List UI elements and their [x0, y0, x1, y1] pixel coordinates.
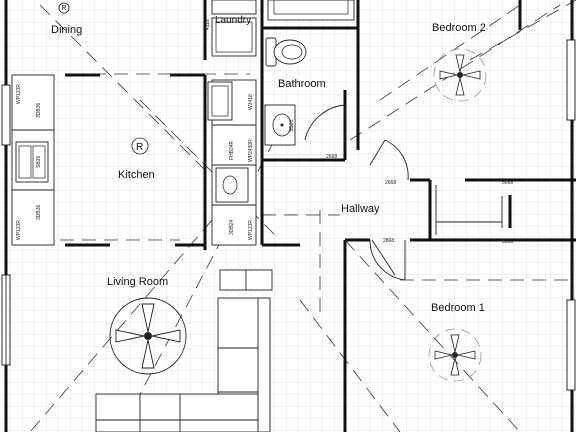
door-code-hall-bottom: 2868: [383, 238, 394, 244]
sink-base-code: SB36: [36, 156, 42, 168]
bath-door-swing: [304, 104, 346, 150]
laundry-appliances: 4118: [205, 0, 355, 57]
room-label-bathroom: Bathroom: [278, 78, 326, 90]
room-label-living-room: Living Room: [107, 276, 168, 288]
base-right-code: 3DB24: [229, 219, 235, 235]
base-left-top-code: 3DB36: [36, 102, 42, 118]
room-label-dining: Dining: [51, 24, 82, 36]
sofa-icon: [95, 269, 273, 432]
bath-sink-icon: SB30: [264, 104, 296, 146]
kitchen-right-cabinets: W3418 FHB24R WP2430R 3DB24 WP123R: [207, 79, 257, 246]
ceiling-fan-icon: [109, 48, 487, 382]
kitchen-left-cabinets: WP123R 3DB36 SB36 3DB36 WP123R: [11, 74, 55, 246]
room-label-bedroom1: Bedroom 1: [431, 302, 485, 314]
range-marker-icon: R R: [58, 2, 149, 155]
range-marker-kitchen: R: [136, 142, 143, 153]
room-label-laundry: Laundry: [215, 15, 251, 26]
wall-3418-code: W3418: [248, 94, 254, 110]
base-left-bottom-code: 3DB36: [36, 204, 42, 220]
door-code-bath: 2668: [326, 154, 337, 160]
wall-right-bottom-code: WP123R: [248, 220, 254, 240]
toilet-icon: [265, 37, 307, 67]
room-label-hallway: Hallway: [341, 203, 380, 215]
guide-lines: [29, 0, 576, 432]
range-marker-dining: R: [62, 5, 67, 12]
bath-sink-code: SB30: [289, 120, 295, 132]
wall-window-code: WP123R: [16, 84, 22, 104]
fridge-panel-code: FHB24R: [229, 140, 235, 160]
room-label-bedroom2: Bedroom 2: [432, 22, 486, 34]
door-code-hall-top: 2668: [385, 180, 396, 186]
door-code-closet-bottom: 5068: [502, 239, 513, 245]
dryer-tag: 4118: [205, 19, 211, 30]
hallway-door-swings: [369, 139, 409, 281]
room-label-kitchen: Kitchen: [118, 169, 155, 181]
wall-right-code: WP2430R: [248, 139, 254, 162]
door-code-closet-top: 5068: [502, 180, 513, 186]
wall-left-bottom-code: WP123R: [16, 220, 22, 240]
